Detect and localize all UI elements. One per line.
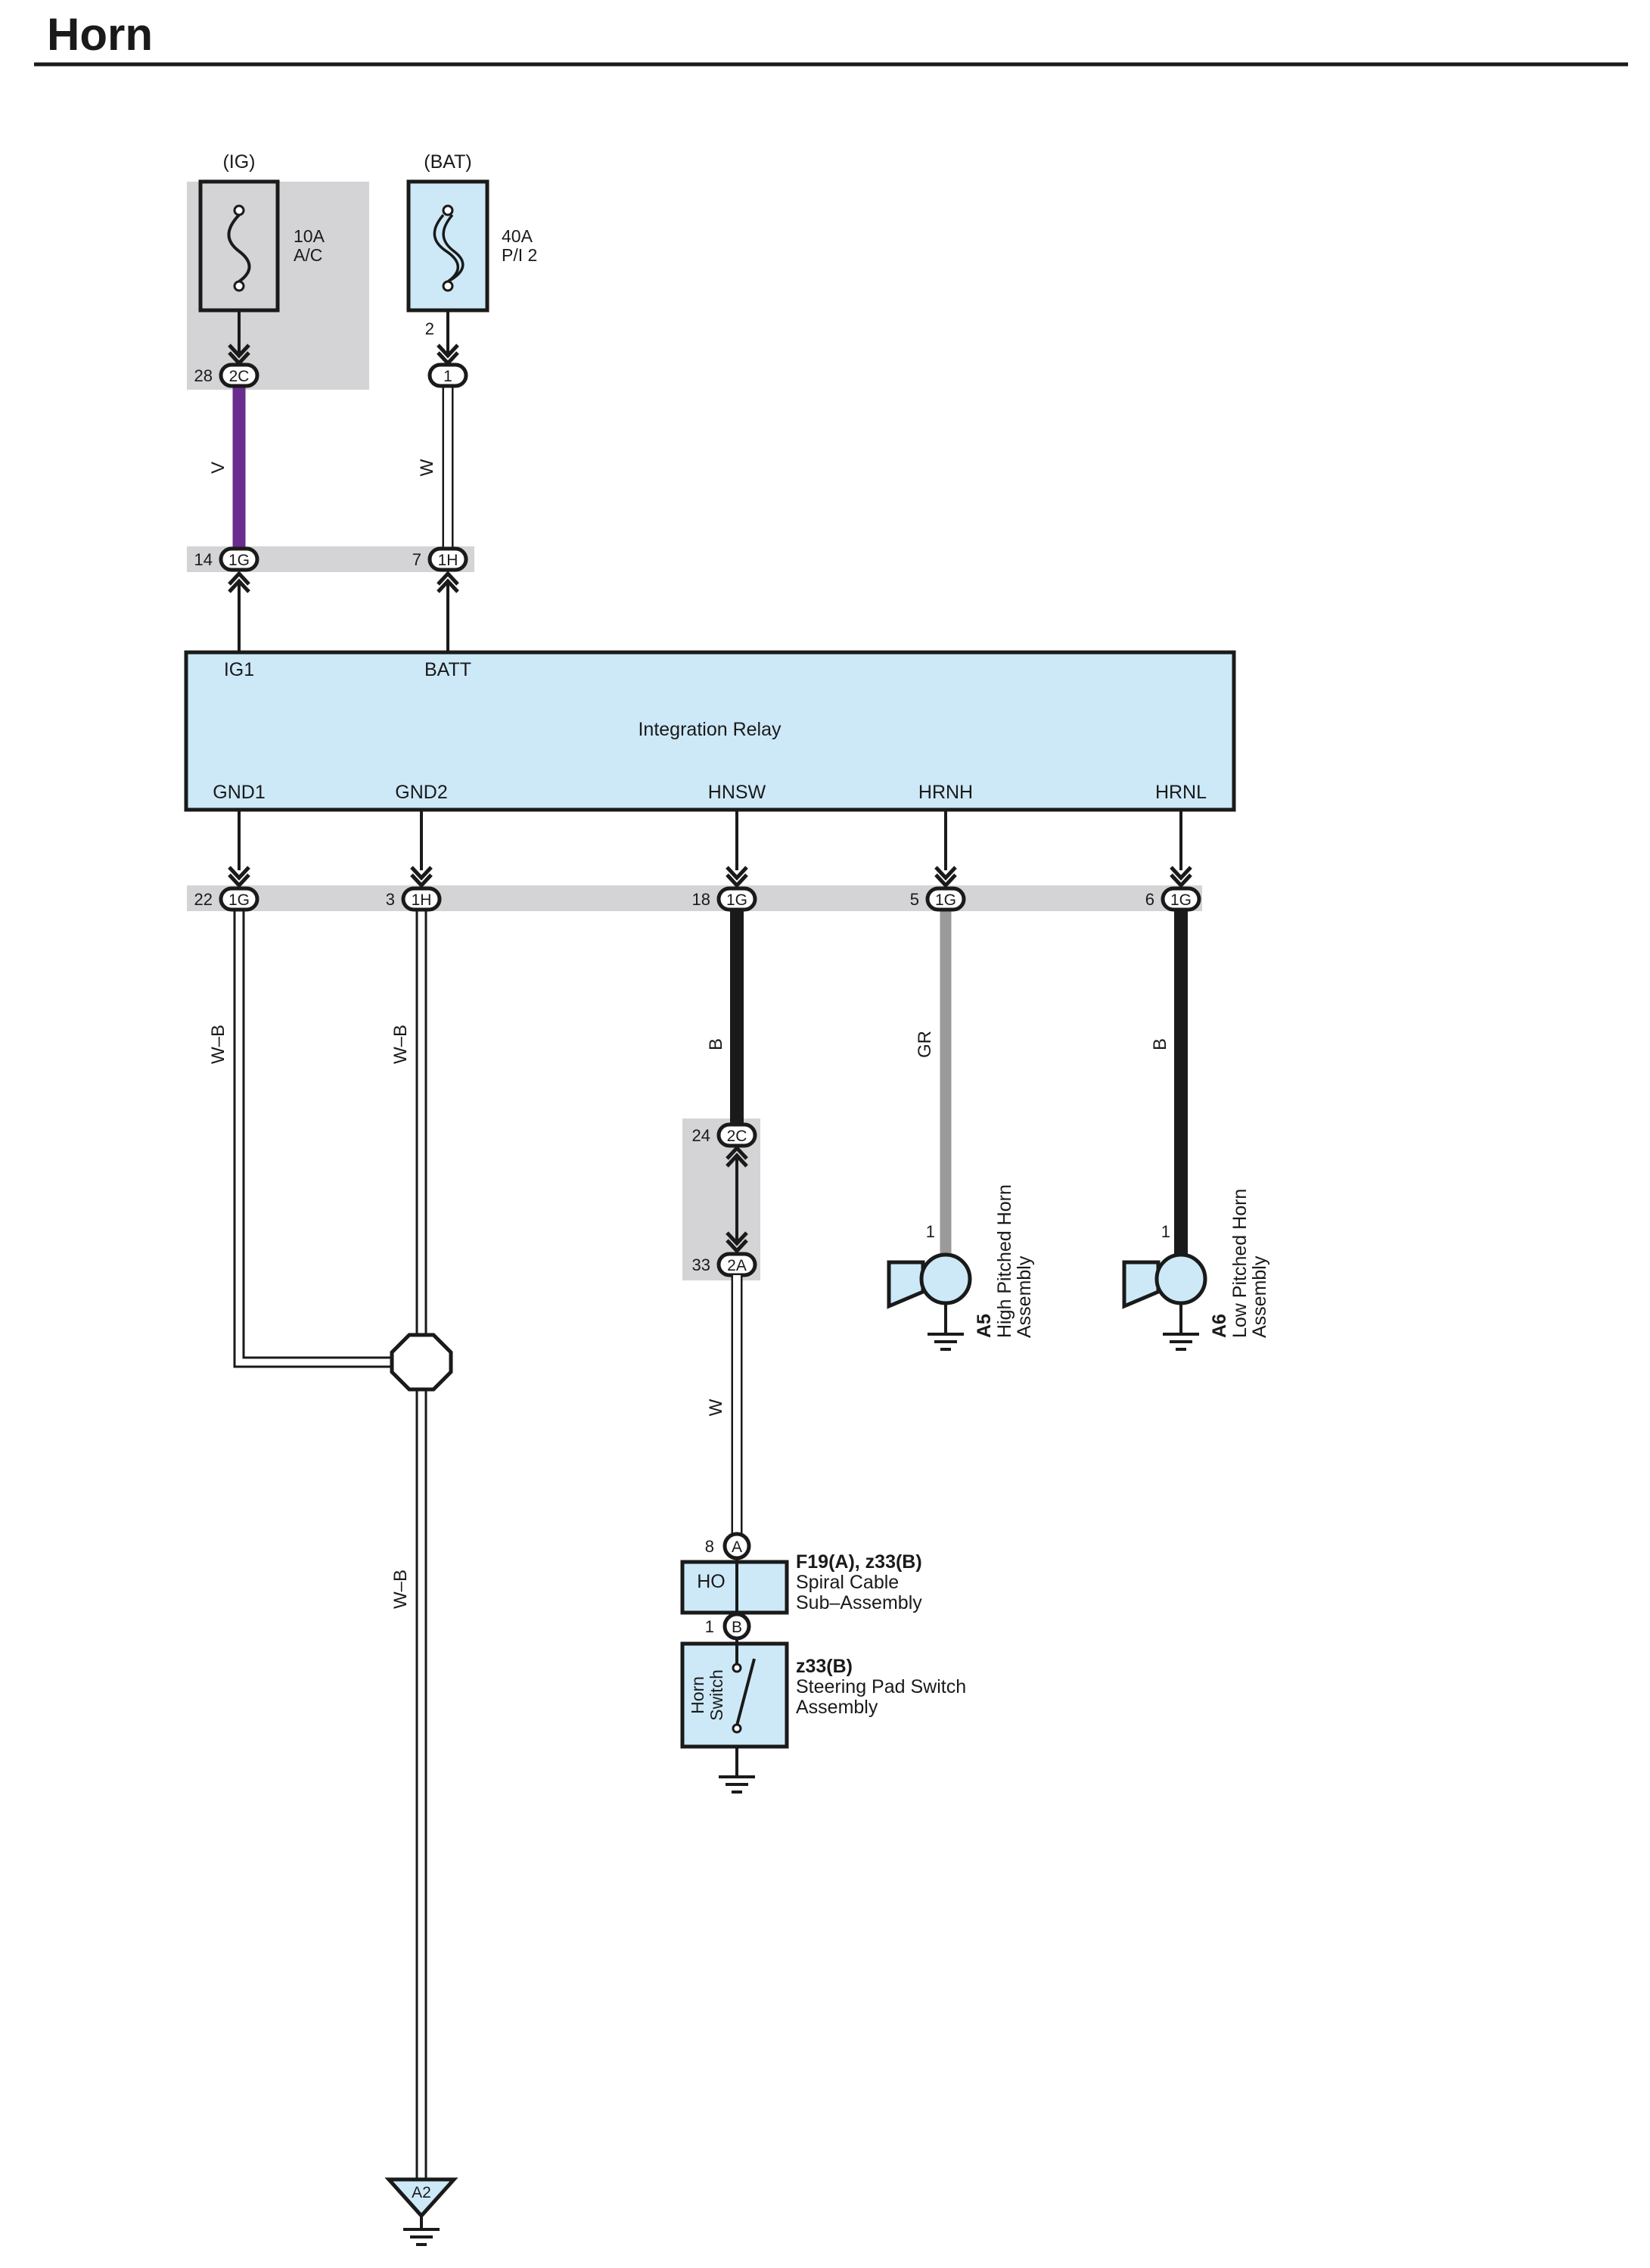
low-horn-name-1: Low Pitched Horn [1229, 1189, 1251, 1338]
spiral-wire-color: W [706, 1398, 726, 1416]
connector-1g-hrnl-pin: 6 [1145, 890, 1154, 909]
svg-text:1G: 1G [935, 891, 956, 909]
splice-point [390, 1333, 453, 1392]
low-horn-name-2: Assembly [1249, 1255, 1270, 1338]
steering-pad-name-1: Steering Pad Switch [796, 1676, 966, 1697]
ig-fuse-amp: 10A [294, 226, 325, 246]
spiral-terminal-b-pin: 1 [705, 1617, 714, 1636]
horn-switch-label-2: Switch [707, 1669, 726, 1721]
horn-icon [887, 1252, 972, 1309]
fusible-link-icon [433, 204, 465, 292]
relay-terminal-hnsw: HNSW [708, 782, 766, 803]
connector-2a-mid: 2A [716, 1252, 757, 1277]
connector-1g-hnsw: 1G [716, 886, 757, 912]
connector-1g-hrnh: 1G [925, 886, 966, 912]
integration-relay-box [184, 650, 1236, 812]
svg-text:1G: 1G [1170, 891, 1192, 909]
steering-pad-code: z33(B) [796, 1656, 853, 1677]
horn-icon [1122, 1252, 1207, 1309]
svg-text:2C: 2C [727, 1128, 747, 1145]
connector-bat-1: 1 [427, 362, 468, 388]
connector-2a-mid-pin: 33 [692, 1255, 710, 1274]
low-horn-pin: 1 [1161, 1222, 1170, 1241]
connector-1g-hrnl: 1G [1161, 886, 1201, 912]
svg-text:2C: 2C [229, 368, 250, 385]
relay-terminal-hrnl: HRNL [1155, 782, 1207, 803]
high-horn-name-2: Assembly [1014, 1255, 1035, 1338]
connector-1h-gnd2-pin: 3 [386, 890, 395, 909]
high-horn-name-1: High Pitched Horn [994, 1184, 1015, 1338]
connector-2c-top-pin: 28 [194, 366, 213, 385]
low-horn-code: A6 [1209, 1314, 1230, 1338]
relay-terminal-batt: BATT [424, 659, 471, 680]
bat-wire-color: W [417, 459, 437, 476]
spiral-cable-terminal: HO [697, 1571, 726, 1592]
svg-text:1G: 1G [228, 891, 250, 909]
bat-fuse-pin: 2 [425, 319, 434, 338]
gnd1-wire [233, 910, 421, 1368]
hrnh-wire-color: GR [915, 1031, 935, 1058]
spiral-cable-code: F19(A), z33(B) [796, 1551, 922, 1573]
high-horn-ground-icon [926, 1319, 965, 1351]
fuse-icon [227, 204, 251, 292]
connector-1g-ig1: 1G [219, 546, 259, 572]
svg-text:1G: 1G [726, 891, 747, 909]
connector-1h-batt-pin: 7 [412, 550, 421, 569]
spiral-terminal-a-pin: 8 [705, 1537, 714, 1556]
spiral-terminal-b-label: B [732, 1619, 742, 1636]
connector-1h-gnd2: 1H [401, 886, 442, 912]
hnsw-wire-color: B [706, 1038, 726, 1050]
bat-source-label: (BAT) [424, 151, 471, 173]
switch-ground-icon [717, 1762, 757, 1794]
ig-source-label: (IG) [222, 151, 255, 173]
bat-fuse-name: P/I 2 [502, 245, 537, 265]
svg-text:1H: 1H [412, 891, 432, 909]
page-title: Horn [47, 9, 153, 60]
steering-pad-name-2: Assembly [796, 1697, 878, 1718]
spiral-cable-name-2: Sub–Assembly [796, 1592, 922, 1613]
relay-terminal-gnd2: GND2 [395, 782, 447, 803]
relay-name: Integration Relay [638, 719, 781, 740]
spiral-cable-box [680, 1560, 789, 1615]
svg-text:1G: 1G [228, 552, 250, 569]
relay-terminal-ig1: IG1 [224, 659, 254, 680]
relay-terminal-hrnh: HRNH [918, 782, 973, 803]
gnd2-wire-color: W–B [390, 1025, 411, 1064]
relay-lower-connector-band [187, 885, 1202, 911]
connector-1g-hnsw-pin: 18 [692, 890, 710, 909]
connector-1g-ig1-pin: 14 [194, 550, 213, 569]
ig-fuse-name: A/C [294, 245, 322, 265]
ground-point-a2 [384, 2177, 458, 2219]
ground-a2-icon [402, 2214, 441, 2246]
connector-2c-top: 2C [219, 362, 259, 388]
hrnl-wire-color: B [1150, 1038, 1170, 1050]
connector-1g-gnd1-pin: 22 [194, 890, 213, 909]
ground-trunk-wire-color: W–B [390, 1570, 411, 1609]
svg-text:2A: 2A [727, 1257, 747, 1274]
connector-2c-mid: 2C [716, 1122, 757, 1148]
ground-point-a2-label: A2 [412, 2184, 431, 2201]
relay-terminal-gnd1: GND1 [213, 782, 265, 803]
bat-fuse-amp: 40A [502, 226, 533, 246]
connector-1h-batt: 1H [427, 546, 468, 572]
horn-switch-label-1: Horn [688, 1676, 707, 1714]
high-horn-pin: 1 [926, 1222, 935, 1241]
low-horn-ground-icon [1161, 1319, 1201, 1351]
ig-wire-color: V [208, 462, 228, 474]
spiral-cable-name-1: Spiral Cable [796, 1572, 899, 1593]
high-horn-code: A5 [974, 1314, 995, 1338]
connector-2c-mid-pin: 24 [692, 1126, 710, 1145]
connector-1g-hrnh-pin: 5 [910, 890, 919, 909]
switch-icon [732, 1638, 756, 1734]
connector-1g-gnd1: 1G [219, 886, 259, 912]
svg-text:1: 1 [443, 368, 452, 385]
svg-text:1H: 1H [438, 552, 458, 569]
gnd1-wire-color: W–B [208, 1025, 228, 1064]
spiral-terminal-a-label: A [732, 1538, 742, 1556]
